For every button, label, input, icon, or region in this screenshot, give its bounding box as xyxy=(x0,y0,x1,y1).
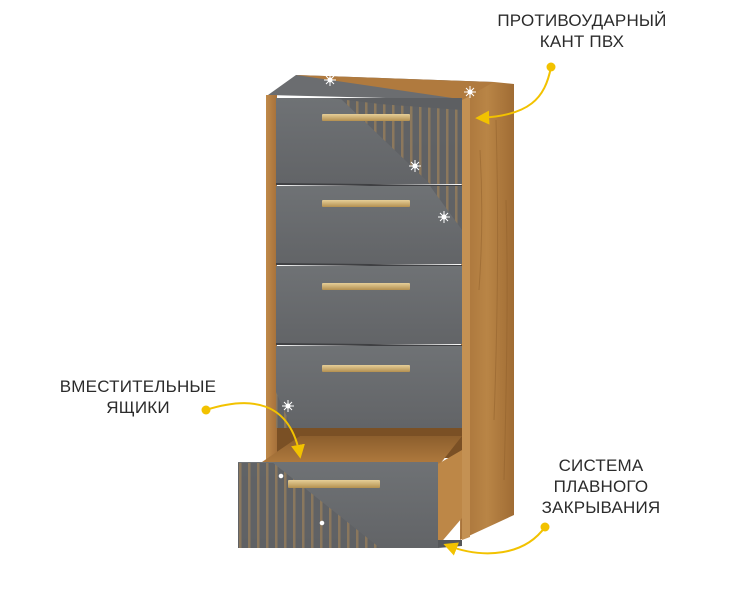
callout-pvc-edge-line-1: ПРОТИВОУДАРНЫЙ xyxy=(497,11,667,30)
drawer-2 xyxy=(275,186,463,267)
drawer-4 xyxy=(276,346,462,428)
callout-soft-close: СИСТЕМА ПЛАВНОГО ЗАКРЫВАНИЯ xyxy=(526,455,676,518)
callout-soft-close-line-1: СИСТЕМА xyxy=(558,456,644,475)
drawer-1 xyxy=(275,98,463,187)
sparkle-decorations xyxy=(278,74,476,526)
callout-capacious-drawers: ВМЕСТИТЕЛЬНЫЕ ЯЩИКИ xyxy=(38,376,238,418)
callout-pvc-edge: ПРОТИВОУДАРНЫЙ КАНТ ПВХ xyxy=(482,10,682,52)
callout-drawers-line-1: ВМЕСТИТЕЛЬНЫЕ xyxy=(59,377,217,396)
callout-soft-close-line-2: ПЛАВНОГО xyxy=(553,477,649,496)
cabinet-body xyxy=(266,75,514,540)
callout-arrow-soft-close xyxy=(443,522,550,556)
callout-soft-close-line-3: ЗАКРЫВАНИЯ xyxy=(541,498,661,517)
drawer-3 xyxy=(275,266,463,347)
callout-pvc-edge-line-2: КАНТ ПВХ xyxy=(539,32,625,51)
callout-drawers-line-2: ЯЩИКИ xyxy=(106,398,170,417)
drawer-5-open xyxy=(238,428,462,548)
callout-arrow-drawers xyxy=(201,402,305,459)
callout-arrow-pvc xyxy=(475,62,556,125)
